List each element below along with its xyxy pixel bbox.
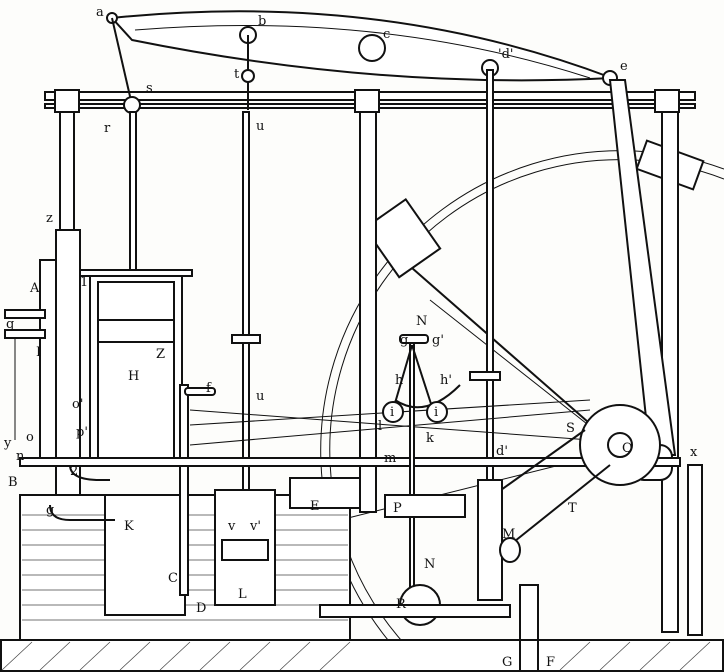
label-L: L (238, 587, 247, 602)
columns (59, 111, 679, 633)
label-O: O (622, 441, 633, 456)
label-Z: Z (156, 347, 165, 362)
label-M: M (502, 527, 515, 542)
label-o-prime: o' (72, 397, 83, 412)
condenser-tank (19, 384, 361, 641)
label-N-top: N (416, 314, 427, 329)
top-frame (44, 89, 696, 113)
part-labels: a b c 'd' e s t u r z A q I H Z f o' p' … (3, 5, 698, 670)
label-g-prime: g' (432, 333, 444, 348)
label-E: E (310, 499, 320, 514)
label-G: G (502, 655, 512, 670)
label-T: T (568, 501, 577, 516)
label-h-prime: h' (440, 373, 452, 388)
label-f: f (206, 381, 212, 396)
pump-and-crank (319, 404, 703, 641)
label-a: a (96, 5, 104, 20)
label-I: I (36, 345, 41, 360)
label-e: e (620, 59, 628, 74)
label-H: H (128, 369, 139, 384)
label-i-right: i (434, 405, 438, 420)
label-g-lower: g (46, 503, 54, 518)
label-l: l (378, 419, 382, 434)
label-2: 2 (70, 464, 78, 479)
label-u: u (256, 119, 264, 134)
label-r: r (104, 121, 111, 136)
label-D: D (196, 601, 206, 616)
label-c: c (383, 27, 390, 42)
label-F: F (546, 655, 555, 670)
label-N-bottom: N (424, 557, 435, 572)
label-v: v (227, 519, 236, 534)
label-C: C (168, 571, 178, 586)
label-t: t (234, 67, 240, 82)
label-d-prime: d' (496, 444, 508, 459)
label-A: A (29, 281, 40, 296)
label-R: R (396, 597, 407, 612)
label-s: s (146, 81, 153, 96)
label-y: y (3, 436, 12, 451)
label-m: m (384, 451, 396, 466)
label-h: h (395, 373, 404, 388)
label-o: o (26, 430, 34, 445)
label-1: 1 (80, 275, 88, 290)
label-x: x (690, 445, 698, 460)
label-P: P (393, 501, 402, 516)
label-d: 'd' (498, 47, 513, 62)
beam (106, 10, 618, 114)
cylinder (4, 229, 193, 501)
label-z: z (46, 211, 53, 226)
label-B: B (8, 475, 18, 490)
label-q: q (6, 317, 14, 332)
label-u-lower: u (256, 389, 264, 404)
label-v-prime: v' (249, 519, 261, 534)
label-k: k (426, 431, 434, 446)
label-b: b (258, 14, 266, 29)
floor (0, 639, 724, 672)
label-p-prime: p' (76, 425, 88, 440)
label-i-left: i (390, 405, 394, 420)
label-K: K (124, 519, 134, 534)
label-g: g (400, 333, 408, 348)
label-n: n (16, 449, 25, 464)
label-S: S (566, 421, 575, 436)
